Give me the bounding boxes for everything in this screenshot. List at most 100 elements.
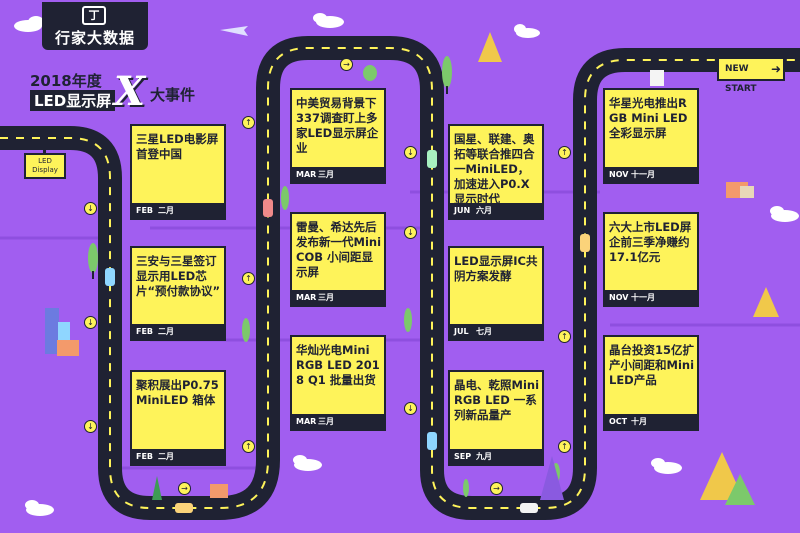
month-en: OCT [609,417,628,426]
event-card: LED显示屏IC共阴方案发酵 JUL 七月 [448,246,544,341]
mountain-left [478,32,502,62]
arrow-right-icon: → [178,482,191,495]
month-cn: 二月 [158,327,174,336]
arrow-down-icon: ↓ [84,202,97,215]
month-cn: 三月 [318,170,334,179]
brand-logo: 丁 行家大数据 [42,2,148,50]
event-card: 聚积展出P0.75 MiniLED 箱体 FEB 二月 [130,370,226,466]
arrow-down-icon: ↓ [404,146,417,159]
title-year: 2018年度 [30,72,102,90]
event-text: 国星、联建、奥拓等联合推四合一MiniLED，加速进入P0.X显示时代 [454,132,535,206]
event-text: 华灿光电Mini RGB LED 2018 Q1 批量出货 [296,343,380,387]
arrow-up-icon: ↑ [242,272,255,285]
event-card: 国星、联建、奥拓等联合推四合一MiniLED，加速进入P0.X显示时代 JUN 六… [448,124,544,220]
event-text: 华星光电推出RGB Mini LED 全彩显示屏 [609,96,688,140]
mountain-right [753,287,779,317]
arrow-up-icon: ↑ [242,116,255,129]
event-text: 六大上市LED屏企前三季净赚约17.1亿元 [609,220,692,264]
title-subject: LED显示屏 [30,90,116,111]
month-en: MAR [296,417,317,426]
event-text: 晶台投资15亿扩产小间距和Mini LED产品 [609,343,695,387]
sign-line-2: Display [32,166,58,174]
month-en: FEB [136,206,154,215]
title-x: X [114,68,146,115]
arrow-up-icon: ↑ [558,146,571,159]
month-en: FEB [136,452,154,461]
clouds [14,13,799,516]
event-date: FEB 二月 [132,324,224,339]
brand-name: 行家大数据 [54,29,135,47]
new-start-label: NEW START [725,64,757,94]
event-date: SEP 九月 [450,449,542,464]
arrow-right-icon: ➜ [770,62,781,76]
event-text: 三星LED电影屏首登中国 [136,132,219,161]
event-text: 聚积展出P0.75 MiniLED 箱体 [136,378,219,407]
month-en: MAR [296,293,317,302]
arrow-right-icon: → [340,58,353,71]
event-date: JUL 七月 [450,324,542,339]
month-en: NOV [609,170,629,179]
event-date: FEB 二月 [132,449,224,464]
mountain-bottom [700,452,744,500]
month-cn: 六月 [476,206,492,215]
arrow-down-icon: ↓ [404,226,417,239]
event-text: 三安与三星签订显示用LED芯片“预付款协议” [136,254,221,298]
arrow-up-icon: ↑ [242,440,255,453]
event-text: 中美贸易背景下337调查盯上多家LED显示屏企业 [296,96,379,155]
new-start-sign: NEW START ➜ [717,57,785,94]
month-en: SEP [454,452,472,461]
month-cn: 十月 [631,417,647,426]
event-card: 晶电、乾照Mini RGB LED 一系列新品量产 SEP 九月 [448,370,544,466]
event-text: LED显示屏IC共阴方案发酵 [454,254,538,283]
month-cn: 十一月 [631,293,655,302]
month-cn: 三月 [318,293,334,302]
month-cn: 二月 [158,206,174,215]
arrow-down-icon: ↓ [84,316,97,329]
arrow-up-icon: ↑ [558,440,571,453]
month-cn: 七月 [476,327,492,336]
arrow-right-icon: → [490,482,503,495]
title-suffix: 大事件 [150,86,196,104]
month-en: MAR [296,170,317,179]
event-date: JUN 六月 [450,203,542,218]
arrow-down-icon: ↓ [404,402,417,415]
event-card: 三安与三星签订显示用LED芯片“预付款协议” FEB 二月 [130,246,226,341]
month-cn: 三月 [318,417,334,426]
buildings [45,70,754,500]
month-en: JUN [454,206,471,215]
sign-line-1: LED [38,157,52,165]
arrow-up-icon: ↑ [558,330,571,343]
trees [88,56,560,500]
led-display-sign: LED Display [24,153,66,179]
brand-logo-icon: 丁 [82,6,106,25]
event-text: 晶电、乾照Mini RGB LED 一系列新品量产 [454,378,540,422]
month-cn: 十一月 [631,170,655,179]
month-cn: 二月 [158,452,174,461]
event-text: 雷曼、希达先后发布新一代Mini COB 小间距显示屏 [296,220,382,279]
month-en: JUL [454,327,469,336]
road-lane-marks [0,47,800,509]
arrow-down-icon: ↓ [84,420,97,433]
month-en: FEB [136,327,154,336]
mountain-bottom-green [725,474,755,505]
sign-pole [43,146,46,154]
airplane [220,26,248,36]
event-card: 三星LED电影屏首登中国 FEB 二月 [130,124,226,220]
cars [105,150,590,513]
month-en: NOV [609,293,629,302]
month-cn: 九月 [476,452,492,461]
